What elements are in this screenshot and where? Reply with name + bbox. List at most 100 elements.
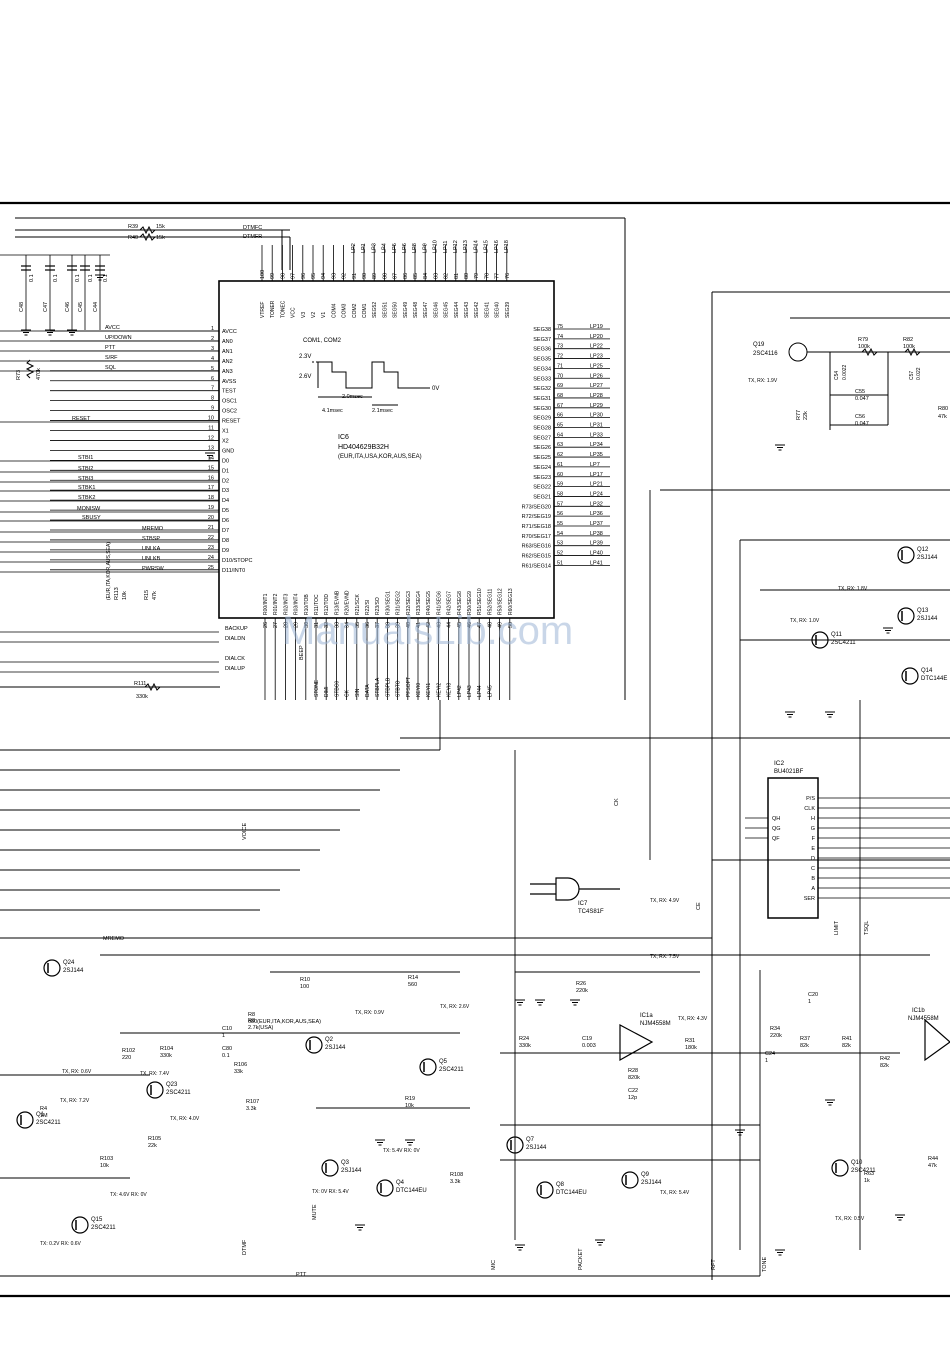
ic6-top-pin-number: 76 — [505, 273, 511, 279]
transistor-part: 2SC4211 — [36, 1120, 61, 1126]
signal-label: PTT — [296, 1272, 307, 1278]
ic6-right-pin-name: R71/SEG18 — [522, 524, 551, 530]
ic6-right-pin-name: SEG36 — [533, 347, 551, 353]
ic6-top-pin-number: 94 — [321, 273, 327, 279]
voltage-annotation: TX: 0.2V RX: 0.6V — [40, 1241, 82, 1247]
component-ref: R107 — [246, 1099, 259, 1105]
r82-ref: R82 — [903, 337, 913, 343]
transistor-symbol — [901, 667, 919, 685]
component-value: 82k — [880, 1063, 889, 1069]
ic6-bottom-net: KEYI1 — [426, 683, 432, 697]
ic6-right-pin-number: 69 — [557, 383, 563, 389]
ck-label: CK — [614, 798, 620, 806]
ic6-left-pin-number: 1 — [211, 326, 214, 332]
ic6-bottom-net: STONE — [314, 679, 320, 697]
transistor-symbol — [321, 1159, 339, 1177]
ic6-right-pin-number: 68 — [557, 393, 563, 399]
ic6-left-pin-number: 2 — [211, 336, 214, 342]
voltage-annotation: TX, RX: 7.5V — [650, 954, 680, 960]
ic6-bottom-pin-number: 39 — [396, 622, 402, 628]
ic6-right-pin-number: 66 — [557, 413, 563, 419]
ic6-right-pin-name: SEG23 — [533, 475, 551, 481]
ic6-block: IC6 HD404629B32H (EUR,ITA,USA,KOR,AUS,SE… — [50, 240, 610, 700]
ic6-right-pin-name: R62/SEG15 — [522, 554, 551, 560]
ic6-bottom-pin-name: R53/SEG12 — [498, 588, 504, 615]
ic6-left-pin-number: 10 — [208, 416, 214, 422]
ic6-top-pin-number: 86 — [403, 273, 409, 279]
ic6-right-pin-net: LP29 — [590, 403, 603, 409]
ic6-top-net: LP14 — [473, 240, 479, 253]
q19-symbol — [788, 342, 808, 362]
ic6-top-pin-name: VTREF — [260, 302, 266, 318]
ic6-bottom-pin-name: R51/SEG10 — [477, 588, 483, 615]
wave-title: COM1, COM2 — [303, 338, 342, 344]
ic6-top-pin-number: 100 — [260, 270, 266, 279]
component-value: 680(EUR,ITA,KOR,AUS,SEA) — [248, 1019, 321, 1025]
ic6-right-pin-net: LP20 — [590, 334, 603, 340]
ic6-left-pin-number: 25 — [208, 565, 214, 571]
ic6-bottom-pin-name: R31/SEG2 — [396, 591, 402, 615]
component-ref: C80 — [222, 1046, 232, 1052]
component-value: 0.003 — [582, 1043, 596, 1049]
ic6-top-net: LP2 — [351, 243, 357, 253]
ic6-bottom-pin-name: R03/INT4 — [294, 593, 300, 615]
ic6-left-pin-name: D3 — [222, 488, 229, 494]
transistor-symbol — [376, 1179, 394, 1197]
ic6-top-pin-number: 82 — [444, 273, 450, 279]
transistor-ref: Q13 — [917, 608, 929, 614]
ic6-bottom-pin-name: R21/SCK — [355, 593, 361, 615]
ic6-right-pin-name: SEG32 — [533, 386, 551, 392]
ce-label: CE — [696, 902, 702, 910]
ic6-top-pin-number: 91 — [352, 273, 358, 279]
ic2-right-pin-name: A — [811, 886, 815, 892]
ic6-right-pin-net: LP24 — [590, 491, 603, 497]
ic6-bottom-pin-name: R01/INT2 — [273, 593, 279, 615]
wave-vhigh: 2.3V — [299, 354, 311, 360]
ic6-right-pin-number: 70 — [557, 373, 563, 379]
ic6-left-pin-number: 12 — [208, 435, 214, 441]
ic6-left-pin-number: 15 — [208, 465, 214, 471]
ic6-bottom-pin-name: R22/SI — [365, 600, 371, 615]
transistor-symbol — [897, 546, 915, 564]
ic6-left-pin-number: 8 — [211, 396, 214, 402]
ic6-left-pin-name: D2 — [222, 478, 229, 484]
ic6-bottom-pin-name: R12/TOD — [324, 594, 330, 615]
signal-label: MUTE — [312, 1204, 318, 1220]
ic6-left-pin-number: 23 — [208, 545, 214, 551]
transistor-symbol — [419, 1058, 437, 1076]
signal-label: DTMF — [242, 1239, 248, 1255]
ic6-left-pin-name: TEST — [222, 389, 237, 395]
signal-label: RESET — [72, 416, 91, 422]
ic2-part: BU4021BF — [774, 769, 804, 775]
ic6-left-pin-name: AN3 — [222, 369, 233, 375]
signal-label: MREMO — [103, 936, 125, 942]
ic6-top-pin-name: SEG45 — [444, 302, 450, 318]
ic6-bottom-pin-number: 48 — [487, 622, 493, 628]
ic1b-part: NJM4558M — [908, 1016, 939, 1022]
component-value: 560 — [408, 982, 417, 988]
component-value: 220 — [122, 1055, 131, 1061]
ic6-left-pin-name: D10/STOPC — [222, 558, 252, 564]
component-ref: R108 — [450, 1172, 463, 1178]
ic6-body — [218, 280, 555, 619]
ic6-top-pin-name: SEG48 — [413, 302, 419, 318]
ic6-top-pin-name: SEG42 — [474, 302, 480, 318]
signal-label: LIMIT — [834, 920, 840, 935]
ic6-top-pin-number: 79 — [474, 273, 480, 279]
c55-val: 0.047 — [855, 396, 869, 402]
ic6-top-pin-number: 90 — [362, 273, 368, 279]
signal-label: STBI2 — [78, 466, 93, 472]
ic2-right-pin-name: H — [811, 816, 815, 822]
ic6-top-net: LP18 — [504, 240, 510, 253]
ic6-bottom-pin-name: R40/SEG5 — [426, 591, 432, 615]
ic6-bottom-pin-number: 47 — [477, 622, 483, 628]
signal-label: BACKUP — [225, 626, 248, 632]
lcd-waveform-inset: COM1, COM2 2.3V 2.6V 0V 4.1msec 2.0msec … — [299, 338, 439, 414]
component-ref: R42 — [880, 1056, 890, 1062]
signal-label: UP/DOWN — [105, 335, 132, 341]
ic6-right-pin-name: R73/SEG20 — [522, 504, 551, 510]
ic6-top-net: LP12 — [453, 240, 459, 253]
